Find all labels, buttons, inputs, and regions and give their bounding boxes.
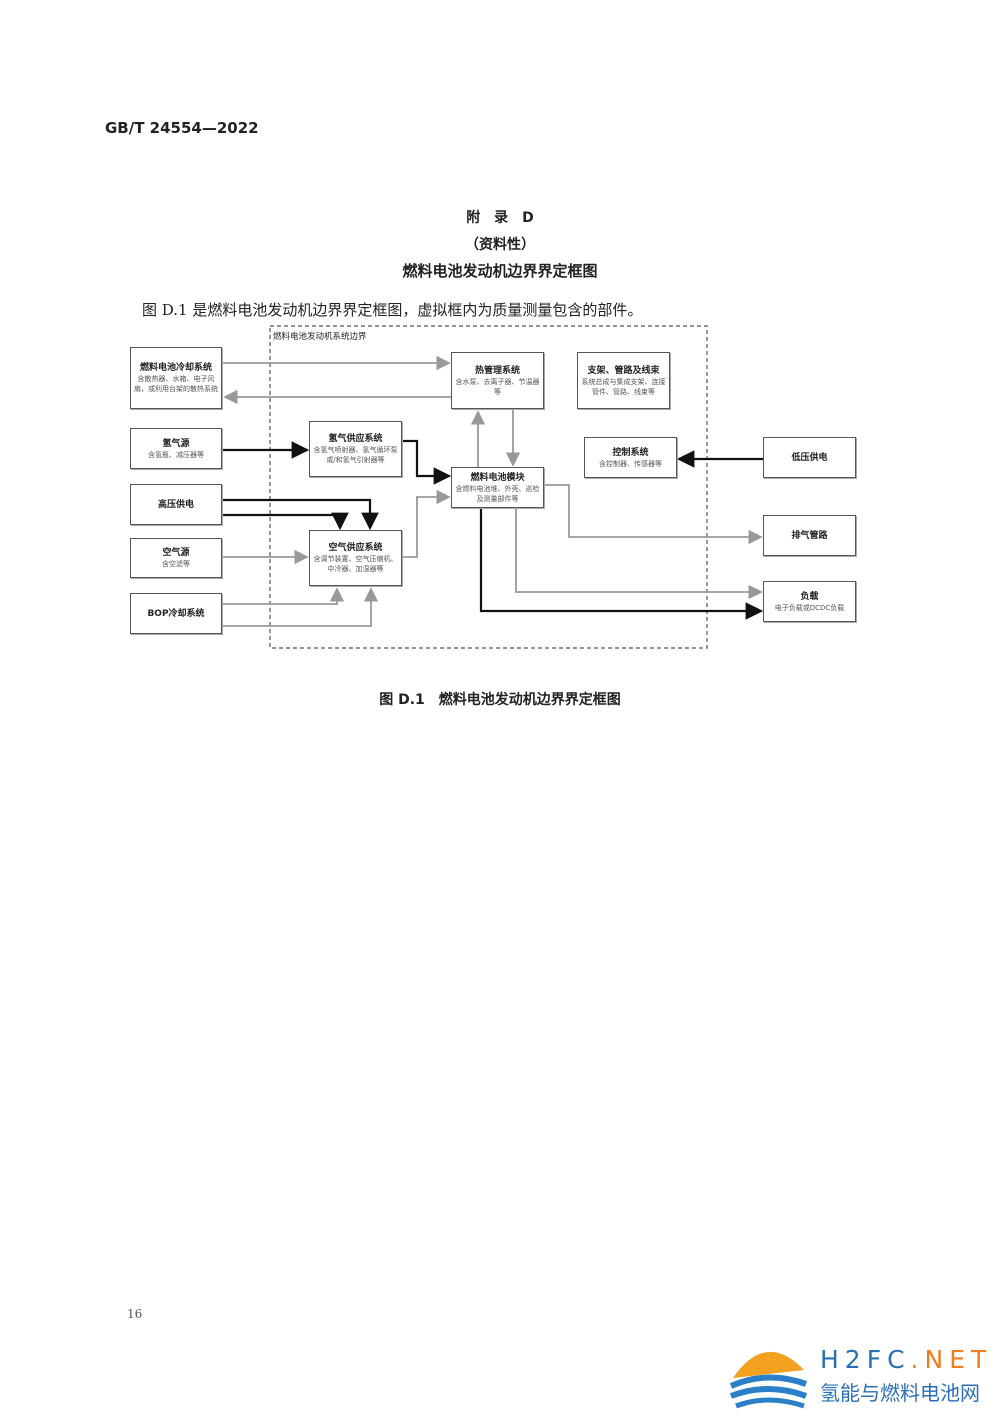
arrow-module-to-load-black: [479, 508, 764, 620]
intro-text: 图 D.1 是燃料电池发动机边界界定框图，虚拟框内为质量测量包含的部件。: [142, 301, 643, 319]
box-air-source: 空气源含空滤等: [130, 538, 222, 578]
appendix-title: 附 录 D: [466, 210, 534, 226]
boundary-label: 燃料电池发动机系统边界: [273, 332, 367, 342]
box-exhaust: 排气管路: [763, 515, 856, 556]
box-control: 控制系统含控制器、传感器等: [584, 437, 677, 478]
arrow-bop-2: [222, 587, 379, 627]
arrow-hv-2: [222, 512, 349, 531]
box-h2-supply: 氢气供应系统含氢气喷射器、氢气循环泵或/和氢气引射器等: [309, 421, 402, 477]
box-air-supply: 空气供应系统含调节装置、空气压缩机、中冷器、加湿器等: [309, 530, 402, 586]
box-h2-source: 氢气源含氢瓶、减压器等: [130, 428, 222, 469]
appendix-heading: 燃料电池发动机边界界定框图: [402, 262, 598, 280]
arrow-h2-to-module: [402, 439, 452, 485]
box-bop-cooling: BOP冷却系统: [130, 593, 222, 634]
diagram-lines: [222, 325, 764, 649]
arrow-module-to-load-gray: [515, 508, 763, 600]
box-thermal: 热管理系统含水泵、去离子器、节温器等: [451, 352, 544, 409]
box-fc-cooling: 燃料电池冷却系统含散热器、水箱、电子风扇，或利用台架的散热系统: [130, 347, 222, 409]
box-bracket: 支架、管路及线束系统总成与集成支架、连接管件、管路、线束等: [577, 352, 670, 409]
logo-icon: [729, 1351, 808, 1409]
arrow-module-to-exhaust: [544, 484, 763, 545]
appendix-nature: （资料性）: [465, 237, 535, 253]
box-load: 负载电子负载或DCDC负载: [763, 581, 856, 622]
arrow-bop-1: [222, 587, 345, 605]
box-hv-power: 高压供电: [130, 484, 222, 525]
box-fc-module: 燃料电池模块含燃料电池堆、外壳、巡检及测量部件等: [451, 467, 544, 508]
standard-number: GB/T 24554—2022: [105, 119, 259, 137]
logo-text-cn: 氢能与燃料电池网: [820, 1381, 980, 1405]
arrow-hv-1: [222, 498, 379, 531]
page-number: 16: [127, 1307, 143, 1321]
system-boundary: [269, 325, 708, 649]
figure-caption: 图 D.1 燃料电池发动机边界界定框图: [379, 692, 621, 708]
arrow-air-to-module: [402, 489, 451, 558]
logo-text-en: H2FC.NET: [820, 1345, 993, 1374]
box-lv-power: 低压供电: [763, 437, 856, 478]
